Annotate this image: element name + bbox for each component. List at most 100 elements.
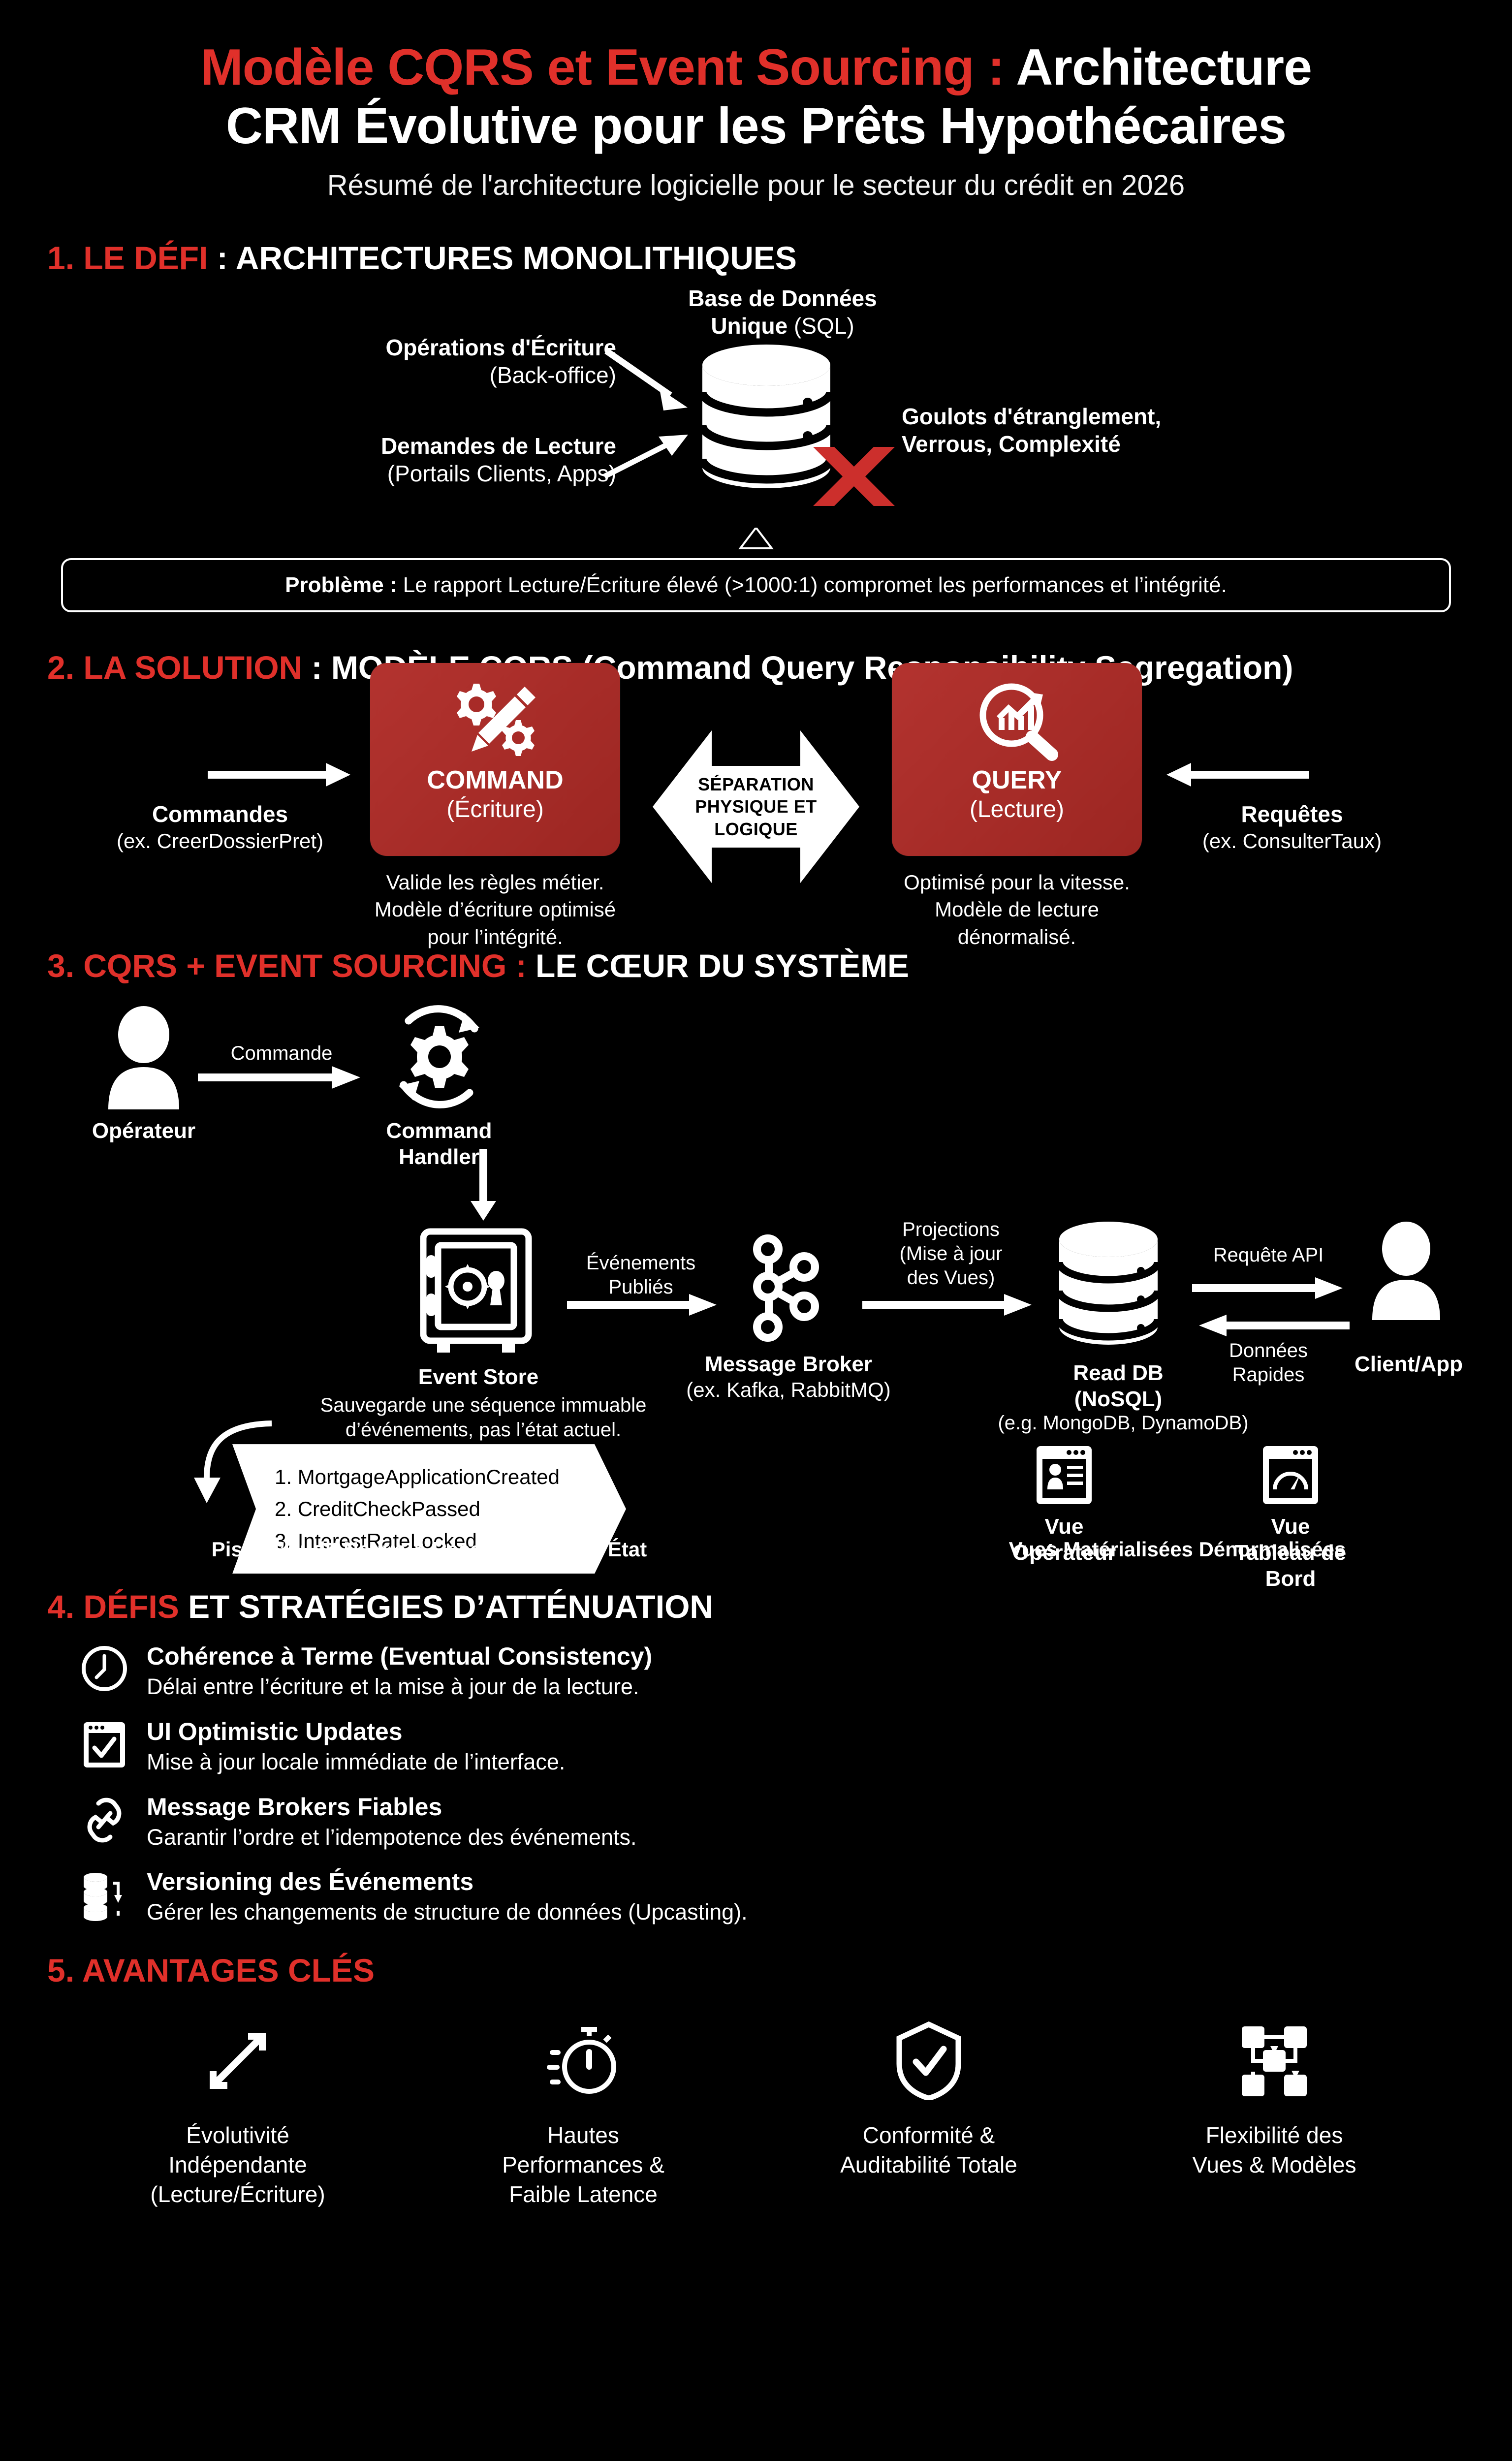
client-label: Client/App <box>1354 1352 1463 1377</box>
clock-icon <box>79 1642 130 1692</box>
view-card-dashboard: Vue Tableau de Bord <box>1209 1444 1372 1592</box>
problem-label: Problème : <box>285 573 397 598</box>
stopwatch-icon <box>410 2012 756 2110</box>
read-db-sub: (e.g. MongoDB, DynamoDB) <box>998 1412 1249 1434</box>
read-requests-label: Demandes de Lecture (Portails Clients, A… <box>222 432 616 487</box>
event-list-item: 1. MortgageApplicationCreated <box>275 1465 560 1489</box>
query-card[interactable]: QUERY (Lecture) <box>892 663 1142 856</box>
data-edge-l1: Données <box>1228 1340 1308 1362</box>
query-subtitle: (Lecture) <box>969 796 1065 822</box>
section-challenges: 4. DÉFIS ET STRATÉGIES D’ATTÉNUATION Coh… <box>35 1588 1477 1926</box>
advantage-flexibility-text: Flexibilité des Vues & Modèles <box>1102 2121 1447 2180</box>
challenge-desc: Garantir l’ordre et l’idempotence des év… <box>147 1824 637 1850</box>
write-operations-sub: (Back-office) <box>489 362 616 388</box>
database-label-sql: (SQL) <box>788 313 854 339</box>
scale-arrows-icon <box>65 2012 410 2110</box>
bottleneck-line2: Verrous, Complexité <box>902 431 1121 457</box>
view-dashboard-l1: Vue <box>1271 1514 1310 1539</box>
advantage-scalability-text: Évolutivité Indépendante (Lecture/Écritu… <box>65 2121 410 2209</box>
queries-arrow-icon <box>1166 762 1309 787</box>
event-store-desc-l2: d’événements, pas l’état actuel. <box>345 1419 622 1441</box>
command-title: COMMAND <box>427 765 564 794</box>
page-subtitle: Résumé de l'architecture logicielle pour… <box>327 169 1185 202</box>
events-edge-l1: Événements <box>586 1252 696 1274</box>
read-db-cylinder-icon <box>1059 1222 1162 1345</box>
client-person-icon <box>1372 1222 1440 1321</box>
projections-edge-l1: Projections <box>902 1219 1000 1241</box>
command-card[interactable]: COMMAND (Écriture) <box>370 663 620 856</box>
dashboard-view-icon <box>1263 1446 1318 1505</box>
database-label-line2: Unique (SQL) <box>655 312 911 340</box>
command-description: Valide les règles métier. Modèle d’écrit… <box>370 869 620 950</box>
command-desc-l1: Valide les règles métier. <box>386 870 604 894</box>
event-list-chevron: 1. MortgageApplicationCreated 2. CreditC… <box>232 1444 626 1574</box>
section1-number: 1. LE DÉFI <box>47 240 208 277</box>
separation-l3: LOGIQUE <box>714 819 798 839</box>
separation-l2: PHYSIQUE ET <box>695 796 817 817</box>
advantage-compliance-text: Conformité & Auditabilité Totale <box>756 2121 1102 2180</box>
magnifier-chart-icon <box>970 680 1064 762</box>
section2-heading: 2. LA SOLUTION : MODÈLE CQRS (Command Qu… <box>47 649 1477 686</box>
advantage-l3: (Lecture/Écriture) <box>150 2181 325 2207</box>
flow-nodes-icon <box>1102 2012 1447 2110</box>
monolith-diagram: Base de Données Unique (SQL) Opérations … <box>35 280 1477 536</box>
projections-edge-l3: des Vues) <box>907 1266 995 1289</box>
section5-number: 5. AVANTAGES CLÉS <box>47 1952 375 1989</box>
advantage-l3: Faible Latence <box>509 2181 658 2207</box>
section1-heading: 1. LE DÉFI : ARCHITECTURES MONOLITHIQUES <box>47 239 1477 277</box>
database-label-line1: Base de Données <box>688 285 877 312</box>
advantages-row: Évolutivité Indépendante (Lecture/Écritu… <box>35 2012 1477 2209</box>
error-x-icon <box>813 447 895 506</box>
advantage-l1: Évolutivité <box>186 2122 289 2148</box>
commands-title: Commandes <box>152 801 288 827</box>
commands-sub: (ex. CreerDossierPret) <box>116 829 324 852</box>
command-desc-l2: Modèle d’écriture optimisé <box>374 898 616 921</box>
data-edge-label: Données Rapides <box>1187 1339 1350 1387</box>
view-dashboard-l2: Tableau de Bord <box>1234 1540 1347 1591</box>
operator-person-icon <box>108 1006 179 1110</box>
bottleneck-label: Goulots d'étranglement, Verrous, Complex… <box>902 403 1345 458</box>
page-title-accent: Modèle CQRS et Event Sourcing : <box>200 39 1005 96</box>
problem-box-connector-icon <box>738 528 774 550</box>
section3-heading: 3. CQRS + EVENT SOURCING : LE CŒUR DU SY… <box>47 947 1477 984</box>
commands-arrow-icon <box>208 762 350 787</box>
section-solution: 2. LA SOLUTION : MODÈLE CQRS (Command Qu… <box>35 649 1477 948</box>
cqrs-diagram: Commandes (ex. CreerDossierPret) <box>35 663 1477 948</box>
audit-curve-arrow-icon <box>194 1420 272 1504</box>
database-versions-icon <box>79 1867 130 1922</box>
page-title-rest: Architecture <box>1004 39 1312 96</box>
materialized-views-row: Vue Opérateur Vue Tableau de Bord <box>936 1444 1418 1592</box>
message-broker-icon <box>753 1234 819 1342</box>
page-title: Modèle CQRS et Event Sourcing : Architec… <box>35 38 1477 155</box>
commande-arrow-icon <box>198 1066 360 1089</box>
command-column: COMMAND (Écriture) Valide les règles mét… <box>370 663 620 950</box>
section5-heading: 5. AVANTAGES CLÉS <box>47 1952 1477 1989</box>
views-caption: Vues Matérialisées Dénormalisées <box>1008 1538 1346 1561</box>
database-label-unique: Unique <box>711 313 788 339</box>
write-operations-title: Opérations d'Écriture <box>385 335 617 361</box>
problem-text: Le rapport Lecture/Écriture élevé (>1000… <box>397 573 1227 598</box>
advantage-l2: Indépendante <box>168 2152 307 2178</box>
event-store-label: Event Store <box>418 1365 539 1389</box>
advantage-performance: Hautes Performances & Faible Latence <box>410 2012 756 2209</box>
view-card-operator: Vue Opérateur <box>983 1444 1145 1592</box>
challenge-item-consistency: Cohérence à Terme (Eventual Consistency)… <box>79 1642 1477 1701</box>
events-edge-l2: Publiés <box>608 1276 673 1298</box>
bottleneck-line1: Goulots d'étranglement, <box>902 404 1162 430</box>
audit-caption: Piste d’Audit Native & Reconstruction d’… <box>211 1538 647 1561</box>
query-desc-l1: Optimisé pour la vitesse. <box>904 870 1130 894</box>
command-handler-label: Command Handler <box>386 1119 492 1169</box>
query-title: QUERY <box>972 765 1062 794</box>
shield-check-icon <box>756 2012 1102 2110</box>
event-list-item: 3. InterestRateLocked <box>275 1529 477 1553</box>
queries-label: Requêtes (ex. ConsulterTaux) <box>1147 800 1418 854</box>
broker-title: Message Broker <box>705 1352 872 1377</box>
separation-text: SÉPARATION PHYSIQUE ET LOGIQUE <box>695 773 817 840</box>
broker-sub: (ex. Kafka, RabbitMQ) <box>686 1378 891 1401</box>
event-store-desc-l1: Sauvegarde une séquence immuable <box>320 1394 647 1417</box>
commande-edge-label: Commande <box>230 1042 333 1065</box>
queries-input-block: Requêtes (ex. ConsulterTaux) <box>1142 760 1418 854</box>
challenge-item-versioning: Versioning des Événements Gérer les chan… <box>79 1867 1477 1926</box>
advantage-scalability: Évolutivité Indépendante (Lecture/Écritu… <box>65 2012 410 2209</box>
